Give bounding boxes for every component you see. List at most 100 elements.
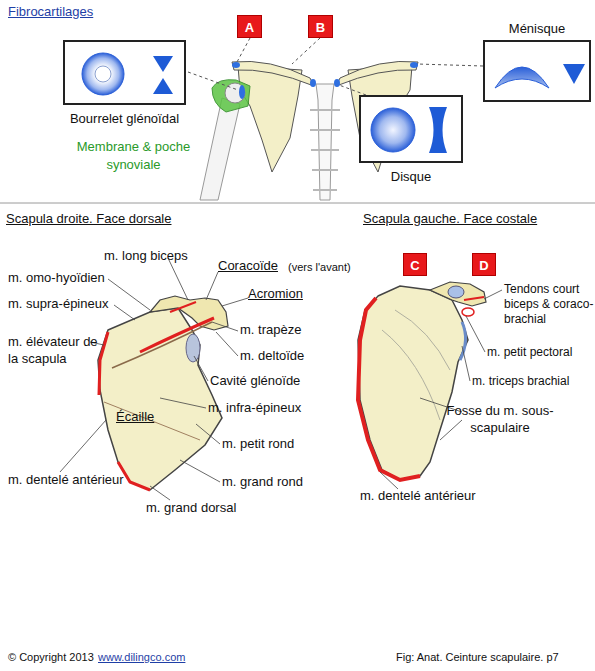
part-label: (vers l'avant) — [288, 261, 351, 273]
leader-line — [168, 258, 188, 300]
fibrocartilage-box: Ménisque — [483, 40, 591, 102]
scapula-body — [98, 308, 222, 490]
leader-line — [160, 398, 206, 408]
separator-line — [0, 203, 595, 204]
leader-line — [380, 472, 398, 489]
fossa-line — [382, 310, 450, 420]
joint-mark — [334, 79, 340, 87]
leader-line — [180, 460, 220, 482]
part-label: Fosse du m. sous-scapulaire — [440, 402, 560, 436]
part-label: m. deltoïde — [240, 348, 304, 363]
fossa-line — [104, 402, 200, 440]
leader-lines — [188, 38, 483, 95]
leader-line — [60, 420, 106, 472]
diagram-title: Fibrocartilages — [8, 4, 93, 19]
fibrocartilage-shape — [495, 67, 549, 88]
left-clavicle — [232, 61, 314, 86]
part-label: Scapula gauche. Face costale — [363, 211, 537, 226]
leader-line — [466, 316, 485, 352]
joint-mark — [232, 62, 240, 68]
callout-letter: A — [237, 15, 262, 38]
scapula-body — [358, 286, 468, 480]
figure-caption: Fig: Anat. Ceinture scapulaire. p7 — [396, 651, 559, 663]
glenoid-edge — [460, 322, 466, 360]
part-label: m. triceps brachial — [472, 374, 569, 388]
part-label: m. infra-épineux — [208, 400, 301, 415]
sternum — [316, 84, 334, 200]
fibrocartilage-shape — [371, 108, 415, 152]
callout-letter: A — [238, 16, 261, 39]
box-label: Ménisque — [485, 21, 589, 36]
part-label: m. grand rond — [222, 474, 303, 489]
leader-line — [216, 332, 238, 356]
muscle-insertion — [358, 298, 420, 480]
part-label: m. omo-hyoïdien — [8, 270, 105, 285]
part-label: m. élévateur de la scapula — [8, 333, 100, 367]
part-label: m. dentelé antérieur — [8, 472, 124, 487]
muscle-insertion — [170, 302, 196, 312]
leader-line — [114, 305, 135, 320]
rib-stubs — [310, 110, 340, 190]
leader-line — [417, 64, 483, 66]
part-label: Membrane & poche synoviale — [76, 138, 191, 174]
acromion-facet — [448, 286, 464, 298]
fibrocartilage-shape — [563, 64, 585, 84]
fibrocartilage-shape — [153, 78, 173, 94]
fibrocartilage-box: Bourrelet glénoïdal — [63, 40, 186, 105]
humerus — [200, 98, 240, 200]
fibrocartilage-shape — [153, 56, 173, 72]
fibrocartilage-shape — [82, 53, 124, 95]
coracoid — [430, 282, 486, 306]
joint-mark — [410, 62, 418, 68]
leader-line — [484, 290, 502, 299]
callout-letter: D — [473, 254, 495, 277]
muscle-insertion — [464, 297, 484, 300]
fibrocartilage-shape — [361, 97, 461, 161]
joint-mark — [310, 79, 316, 87]
part-label: Écaille — [116, 409, 154, 424]
leader-line — [188, 72, 238, 90]
box-label: Bourrelet glénoïdal — [65, 111, 184, 126]
part-label: www.dilingco.com — [98, 651, 185, 663]
muscle-insertion — [462, 308, 474, 316]
part-label: Acromion — [248, 286, 303, 301]
box-label: Disque — [361, 169, 461, 184]
fibrocartilage-shape — [95, 66, 111, 82]
part-label: m. long biceps — [104, 248, 188, 263]
fibrocartilage-shape — [485, 42, 589, 100]
part-label: Scapula droite. Face dorsale — [6, 211, 171, 226]
part-label: m. dentelé antérieur — [360, 488, 476, 503]
callout-letter: B — [309, 16, 332, 39]
leader-line — [222, 298, 248, 306]
callout-letter: B — [308, 15, 333, 38]
leader-line — [206, 272, 218, 300]
leader-line — [237, 38, 250, 62]
glenoid-cavity — [186, 334, 200, 362]
part-label: m. trapèze — [240, 322, 301, 337]
part-label: Tendons court biceps & coraco-brachial — [504, 282, 594, 327]
muscle-insertion — [140, 318, 214, 352]
synovial-capsule — [212, 80, 250, 112]
acromion-coracoid — [150, 296, 228, 330]
muscle-insertion — [99, 332, 108, 395]
leader-line — [339, 85, 366, 95]
callout-letter: C — [404, 254, 426, 277]
scapula-costal — [358, 282, 486, 480]
part-label: m. grand dorsal — [146, 500, 236, 515]
part-label: m. petit pectoral — [487, 345, 572, 359]
part-label: Cavité glénoïde — [210, 373, 300, 388]
part-label: m. supra-épineux — [8, 296, 108, 311]
leader-line — [212, 322, 238, 331]
part-label: Coracoïde — [218, 258, 278, 273]
leader-line — [194, 356, 208, 381]
scapula-dorsal — [98, 296, 228, 490]
shoulder-girdle — [200, 61, 418, 200]
callout-letter: C — [403, 253, 427, 276]
fibrocartilage-shape — [65, 42, 184, 103]
leader-line — [292, 38, 320, 64]
fibrocartilage-box: Disque — [359, 95, 463, 163]
part-label: © Copyright 2013 — [8, 651, 94, 663]
callout-letter: D — [472, 253, 496, 276]
leader-line — [462, 346, 470, 381]
